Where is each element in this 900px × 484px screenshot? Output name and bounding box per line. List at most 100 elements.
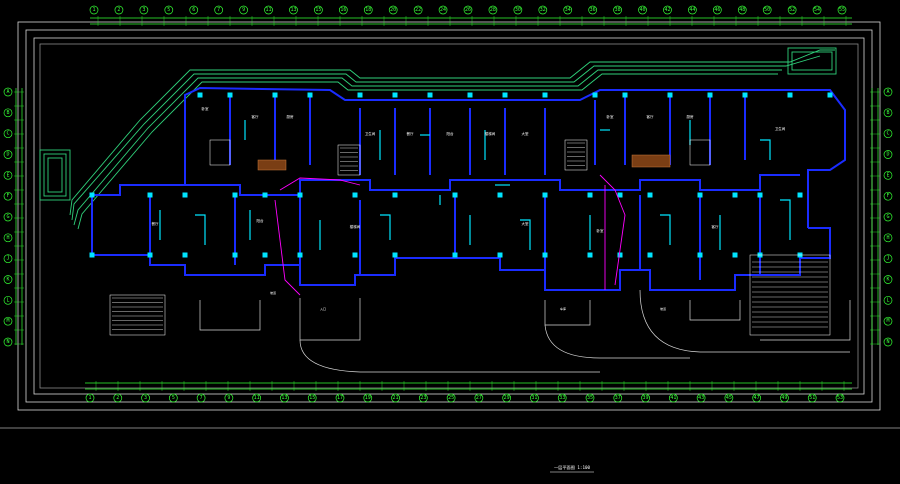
right-axis-K: K <box>883 275 893 284</box>
svg-text:25: 25 <box>448 395 454 401</box>
bottom-axis-25: 25 <box>446 393 456 403</box>
svg-text:E: E <box>6 172 9 178</box>
top-axis-32: 32 <box>538 5 548 15</box>
column-0 <box>89 252 95 258</box>
svg-text:34: 34 <box>565 7 571 13</box>
svg-text:C: C <box>6 131 9 137</box>
svg-text:1: 1 <box>88 395 91 401</box>
column-15 <box>392 192 398 198</box>
top-axis-9: 9 <box>239 5 248 15</box>
bottom-axis-13: 13 <box>280 393 289 403</box>
svg-text:B: B <box>6 110 9 116</box>
column-4 <box>182 252 188 258</box>
column-9 <box>262 192 268 198</box>
svg-text:44: 44 <box>689 7 695 13</box>
svg-text:13: 13 <box>281 395 287 401</box>
left-axis-K: K <box>3 275 13 284</box>
left-axis-C: C <box>3 129 13 139</box>
column-36 <box>197 92 203 98</box>
bottom-axis-7: 7 <box>196 393 206 403</box>
right-axis-B: B <box>883 108 893 118</box>
right-axis-N: N <box>883 337 893 347</box>
column-42 <box>427 92 433 98</box>
svg-text:11: 11 <box>266 7 272 13</box>
svg-text:29: 29 <box>504 395 510 401</box>
column-26 <box>647 252 653 258</box>
bottom-axis-43: 43 <box>696 393 706 403</box>
room-label: 餐厅 <box>407 131 415 136</box>
column-47 <box>622 92 628 98</box>
room-label: 卫生间 <box>365 131 376 136</box>
room-labels: 卧室客厅厨房卫生间餐厅阳台楼梯间大堂卧室客厅厨房卫生间餐厅阳台楼梯间大堂卧室客厅… <box>152 106 786 311</box>
top-axis-48: 48 <box>737 5 747 15</box>
svg-text:D: D <box>6 152 9 158</box>
svg-text:D: D <box>886 152 889 158</box>
top-axis-36: 36 <box>588 5 598 15</box>
column-7 <box>232 192 238 198</box>
right-axis-G: G <box>883 212 893 222</box>
bottom-axis-41: 41 <box>668 393 678 403</box>
column-41 <box>392 92 398 98</box>
column-19 <box>497 192 503 198</box>
top-axis-20: 20 <box>388 5 398 15</box>
left-axis-L: L <box>3 295 13 305</box>
room-label: 厨房 <box>687 114 695 119</box>
left-axis-N: N <box>3 337 13 347</box>
column-40 <box>357 92 363 98</box>
right-axis-F: F <box>883 191 893 201</box>
svg-text:41: 41 <box>670 395 676 401</box>
building-walls <box>91 86 846 291</box>
svg-text:20: 20 <box>390 7 396 13</box>
dimension-lines-top <box>90 17 852 25</box>
svg-text:7: 7 <box>217 7 220 13</box>
top-axis-24: 24 <box>438 5 448 15</box>
column-33 <box>757 192 763 198</box>
svg-text:M: M <box>6 318 9 324</box>
svg-text:C: C <box>886 131 889 137</box>
top-axis-11: 11 <box>264 5 273 15</box>
top-axis-46: 46 <box>712 5 722 15</box>
svg-text:24: 24 <box>440 7 446 13</box>
svg-text:A: A <box>886 89 889 95</box>
hatch-areas <box>257 154 671 171</box>
bottom-axis-53: 53 <box>835 393 845 403</box>
column-3 <box>147 192 153 198</box>
left-axis-J: J <box>3 254 13 264</box>
column-44 <box>502 92 508 98</box>
room-label: 大堂 <box>522 221 530 226</box>
dimension-lines-right <box>871 88 879 345</box>
column-43 <box>467 92 473 98</box>
column-31 <box>732 192 738 198</box>
bottom-axis-19: 19 <box>363 393 373 403</box>
svg-text:2: 2 <box>117 7 120 13</box>
left-axis-M: M <box>3 316 13 326</box>
svg-text:H: H <box>6 235 9 241</box>
svg-text:40: 40 <box>640 7 646 13</box>
annotation: 入口 <box>320 307 326 311</box>
svg-text:L: L <box>886 297 889 303</box>
svg-text:G: G <box>886 214 889 220</box>
column-20 <box>542 252 548 258</box>
column-17 <box>452 192 458 198</box>
entrance-outlines <box>199 289 851 373</box>
column-28 <box>697 252 703 258</box>
left-axis-F: F <box>3 191 13 201</box>
column-29 <box>697 192 703 198</box>
svg-text:27: 27 <box>476 395 482 401</box>
column-11 <box>297 192 303 198</box>
svg-text:3: 3 <box>144 395 147 401</box>
right-axis-C: C <box>883 129 893 139</box>
svg-text:37: 37 <box>615 395 621 401</box>
top-axis-13: 13 <box>289 5 298 15</box>
top-axis-38: 38 <box>613 5 622 15</box>
column-45 <box>542 92 548 98</box>
annotation: 车库 <box>560 306 566 311</box>
room-label: 卧室 <box>202 106 209 111</box>
column-18 <box>497 252 503 258</box>
svg-text:53: 53 <box>837 395 843 401</box>
dimension-text <box>14 16 880 391</box>
bottom-axis-51: 51 <box>807 393 817 403</box>
svg-text:7: 7 <box>200 395 203 401</box>
stair-treads <box>112 142 828 330</box>
